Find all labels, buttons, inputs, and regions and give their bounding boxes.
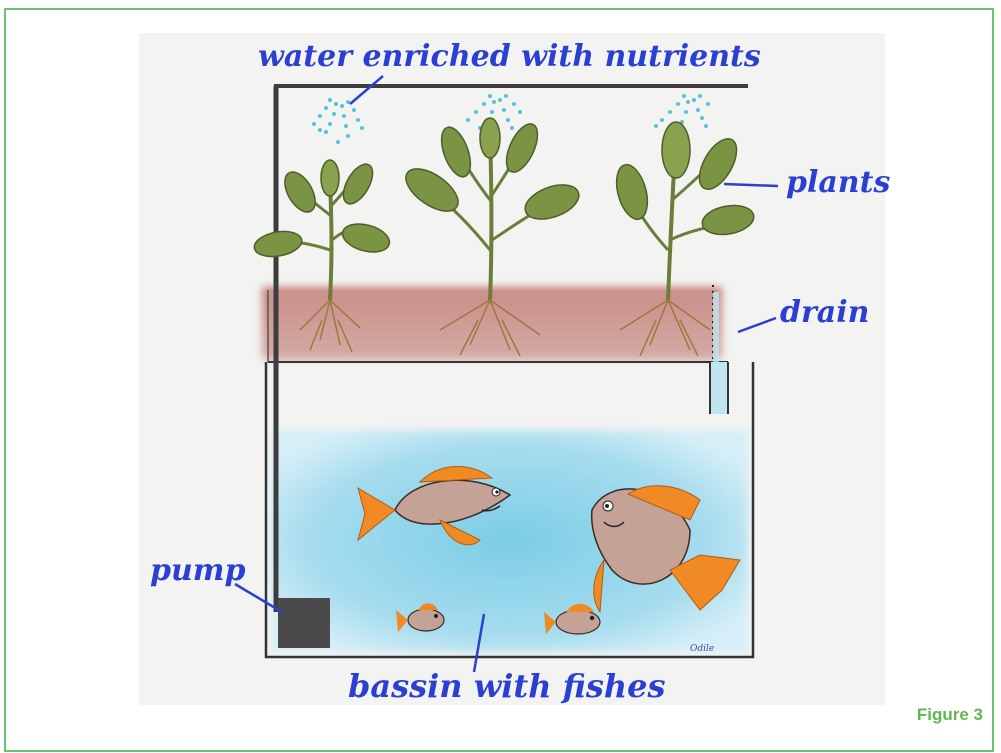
label-plants: plants bbox=[786, 165, 890, 200]
pump-box bbox=[278, 598, 330, 648]
label-basin: bassin with fishes bbox=[348, 667, 666, 705]
figure-caption: Figure 3 bbox=[917, 705, 983, 725]
spray-left bbox=[312, 98, 364, 144]
artist-signature: Odile bbox=[690, 644, 714, 654]
label-drain: drain bbox=[780, 295, 869, 330]
nutrient-sprays bbox=[312, 94, 710, 144]
label-pump: pump bbox=[150, 553, 246, 588]
label-water-enriched: water enriched with nutrients bbox=[258, 39, 761, 74]
